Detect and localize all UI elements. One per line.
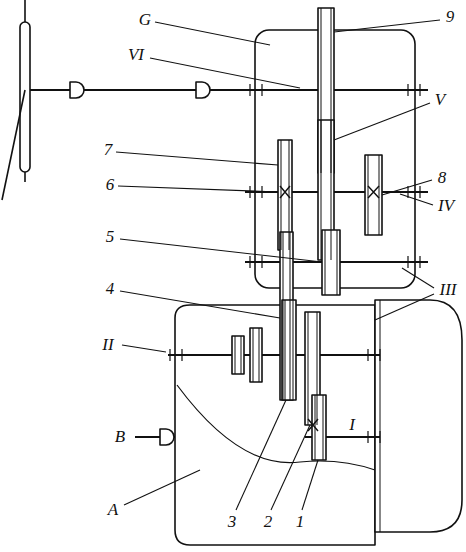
- propeller: [2, 0, 30, 200]
- callout-label: II: [100, 336, 115, 355]
- callout-label: 9: [444, 8, 457, 27]
- callout-label: B: [113, 428, 127, 447]
- callout-label: 7: [102, 141, 115, 160]
- callout-label: G: [137, 11, 153, 30]
- callout-label: V: [433, 91, 447, 110]
- callout-label: A: [106, 501, 120, 520]
- callout-label: 2: [262, 513, 275, 532]
- callout-label: IV: [436, 197, 456, 216]
- callout-label: I: [347, 416, 357, 435]
- motor: [375, 300, 462, 532]
- callout-label: 6: [104, 176, 117, 195]
- callout-label: 5: [104, 228, 117, 247]
- callout-label: 3: [226, 513, 239, 532]
- shafts: [30, 90, 428, 437]
- callout-label: 4: [104, 280, 117, 299]
- section-line: [177, 385, 375, 470]
- callout-label: 8: [436, 169, 449, 188]
- key-marks: [280, 186, 379, 431]
- callout-label: III: [438, 281, 459, 300]
- callout-label: VI: [126, 46, 146, 65]
- gears: [232, 8, 382, 460]
- lower-housing: [175, 305, 375, 545]
- leader-lines: [116, 20, 440, 510]
- callout-label: 1: [294, 513, 307, 532]
- couplings: [70, 82, 210, 445]
- gear-teeth: [235, 8, 379, 460]
- bearings: [170, 84, 420, 443]
